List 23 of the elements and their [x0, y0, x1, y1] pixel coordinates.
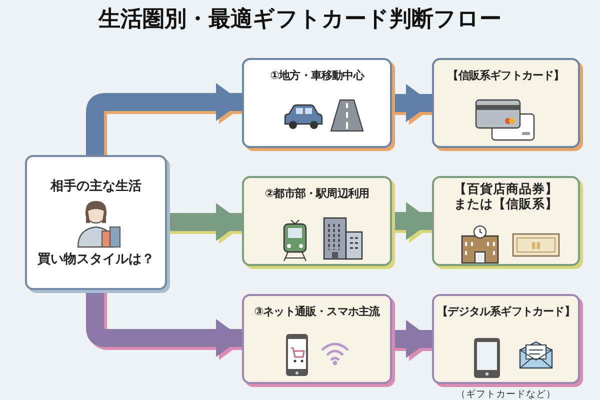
note: （ギフトカードなど）	[455, 388, 557, 400]
box-heading: ①地方・車移動中心	[269, 68, 366, 83]
question-text: 相手の主な生活	[49, 178, 142, 195]
arrow	[167, 203, 242, 241]
box-heading: 【信販系ギフトカード】	[446, 68, 566, 83]
title: 生活圏別・最適ギフトカード判断フロー	[97, 6, 502, 34]
box-heading: ③ネット通販・スマホ主流	[253, 304, 381, 319]
arrow	[86, 83, 242, 155]
category-box	[242, 176, 392, 266]
category-box	[242, 294, 392, 384]
question-text: 買い物スタイルは？	[36, 251, 156, 268]
arrow	[392, 202, 432, 240]
category-box	[242, 58, 392, 148]
result-box	[432, 176, 580, 266]
box-heading: ②都市部・駅周辺利用	[264, 186, 370, 201]
arrow	[392, 320, 432, 358]
arrow	[392, 84, 432, 122]
box-heading: 【デジタル系ギフトカード】	[436, 304, 576, 319]
arrow	[86, 290, 242, 357]
result-box	[432, 58, 580, 148]
box-heading: 【百貨店商品券】または【信販系】	[453, 181, 559, 211]
result-box	[432, 294, 580, 384]
question-box	[25, 155, 167, 290]
